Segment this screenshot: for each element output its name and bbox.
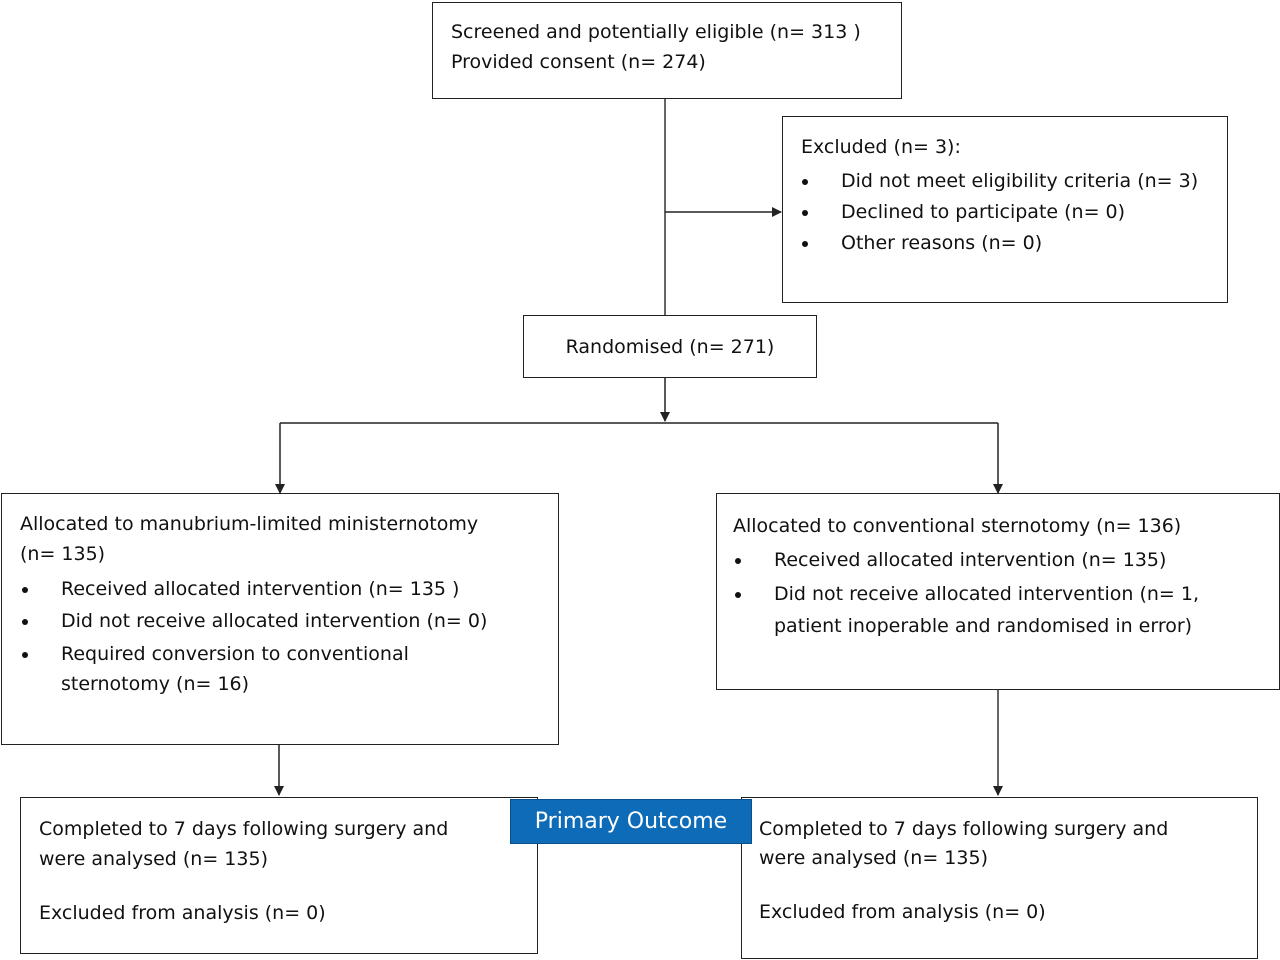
left-arm-item: Received allocated intervention (n= 135 … xyxy=(61,578,460,600)
bullet-icon xyxy=(802,241,808,247)
right-analysis-line2: were analysed (n= 135) xyxy=(759,847,988,869)
bullet-icon xyxy=(735,592,741,598)
right-analysis-excluded: Excluded from analysis (n= 0) xyxy=(759,901,1046,923)
excluded-item: Did not meet eligibility criteria (n= 3) xyxy=(841,170,1199,192)
right-arm-item: Did not receive allocated intervention (… xyxy=(774,583,1200,605)
right-analysis-line1: Completed to 7 days following surgery an… xyxy=(759,818,1169,840)
left-analysis-line2: were analysed (n= 135) xyxy=(39,848,268,870)
left-arm-item-continued: sternotomy (n= 16) xyxy=(61,673,250,695)
right-arm-title: Allocated to conventional sternotomy (n=… xyxy=(733,515,1182,537)
bullet-icon xyxy=(735,558,741,564)
right-analysis-box: Completed to 7 days following surgery an… xyxy=(741,797,1258,959)
screened-count: Screened and potentially eligible (n= 31… xyxy=(451,21,861,43)
randomised-label: Randomised (n= 271) xyxy=(565,336,775,358)
primary-outcome-badge: Primary Outcome xyxy=(510,799,752,844)
bullet-icon xyxy=(802,210,808,216)
left-arm-item: Did not receive allocated intervention (… xyxy=(61,610,488,632)
screening-box: Screened and potentially eligible (n= 31… xyxy=(432,2,902,99)
bullet-icon xyxy=(22,587,28,593)
excluded-item: Other reasons (n= 0) xyxy=(841,232,1043,254)
left-arm-item: Required conversion to conventional xyxy=(61,643,409,665)
excluded-item: Declined to participate (n= 0) xyxy=(841,201,1126,223)
right-arm-box: Allocated to conventional sternotomy (n=… xyxy=(716,493,1280,690)
left-analysis-box: Completed to 7 days following surgery an… xyxy=(20,797,538,954)
excluded-title: Excluded (n= 3): xyxy=(801,136,961,158)
left-arm-title: Allocated to manubrium-limited ministern… xyxy=(20,513,479,535)
left-analysis-excluded: Excluded from analysis (n= 0) xyxy=(39,902,326,924)
left-analysis-line1: Completed to 7 days following surgery an… xyxy=(39,818,449,840)
right-arm-item: Received allocated intervention (n= 135) xyxy=(774,549,1167,571)
consent-count: Provided consent (n= 274) xyxy=(451,51,706,73)
bullet-icon xyxy=(22,619,28,625)
excluded-box: Excluded (n= 3): Did not meet eligibilit… xyxy=(782,116,1228,303)
bullet-icon xyxy=(22,652,28,658)
bullet-icon xyxy=(802,179,808,185)
randomised-box: Randomised (n= 271) xyxy=(523,315,817,378)
right-arm-item-continued: patient inoperable and randomised in err… xyxy=(774,615,1193,637)
left-arm-box: Allocated to manubrium-limited ministern… xyxy=(1,493,559,745)
left-arm-count: (n= 135) xyxy=(20,543,106,565)
